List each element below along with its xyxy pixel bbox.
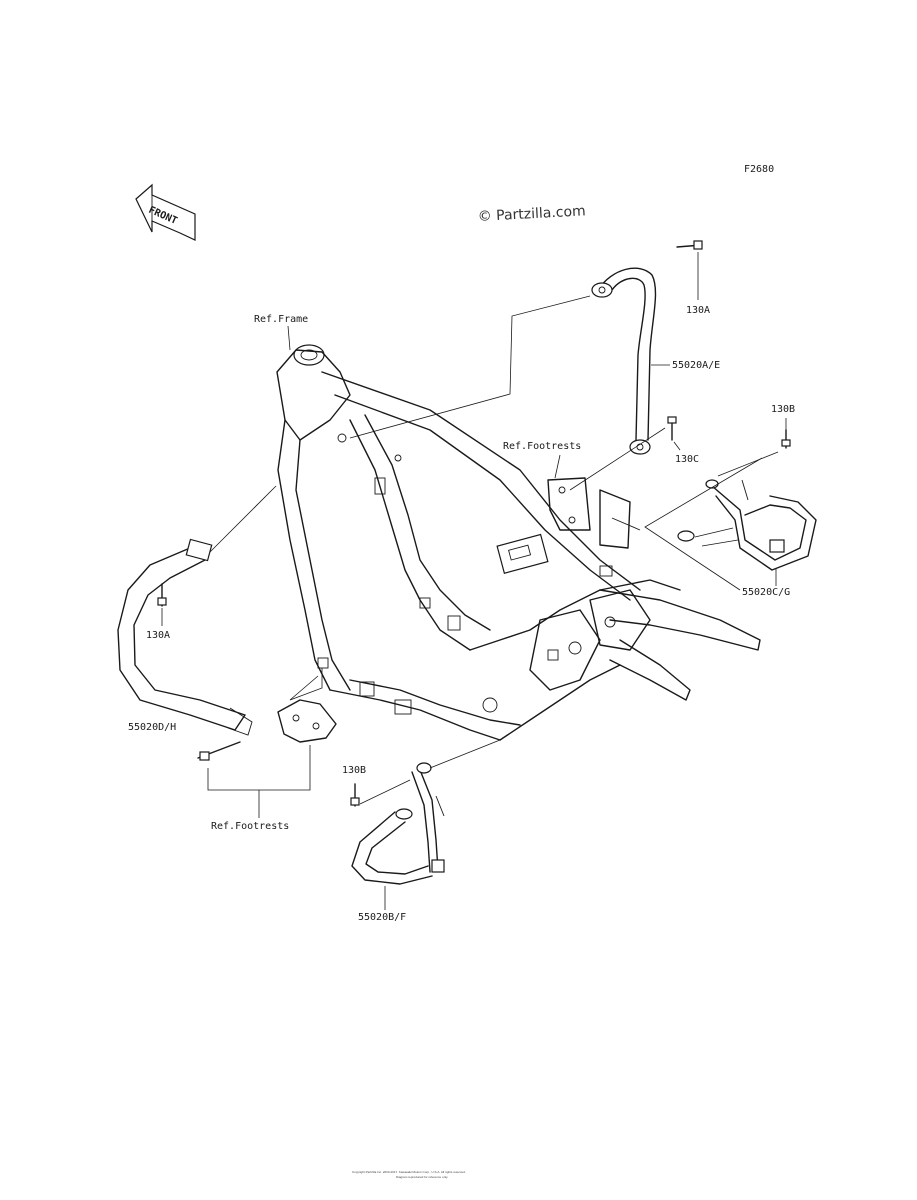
motorcycle-frame	[276, 344, 761, 741]
bolt-130B-lower-icon	[350, 783, 360, 807]
bolt-130C-label: 130C	[675, 454, 699, 465]
front-arrow-icon: FRONT	[135, 183, 196, 241]
bolt-130A-left-label: 130A	[146, 630, 170, 641]
bolt-130B-right-icon	[781, 429, 791, 449]
bolt-130A-top-icon	[676, 240, 703, 250]
ref-footrests-upper-label: Ref.Footrests	[503, 441, 581, 452]
left-guard-55020DH	[117, 538, 253, 736]
bolt-130A-top-label: 130A	[686, 305, 710, 316]
part-55020CG-label: 55020C/G	[742, 587, 790, 598]
bolt-130C-icon	[667, 416, 677, 441]
diagram-code: F2680	[744, 164, 774, 175]
part-55020AE-label: 55020A/E	[672, 360, 720, 371]
ref-footrests-lower-label: Ref.Footrests	[211, 821, 289, 832]
footrest-bracket-right	[547, 477, 641, 549]
footrest-bracket-left	[197, 699, 337, 761]
watermark: © Partzilla.com	[477, 203, 586, 225]
ref-frame-label: Ref.Frame	[254, 314, 308, 325]
right-guard-55020CG	[677, 479, 817, 571]
upper-guard-55020AE	[591, 267, 657, 455]
lower-guard-55020BF	[351, 762, 445, 885]
bolt-130B-lower-label: 130B	[342, 765, 366, 776]
bolt-130B-right-label: 130B	[771, 404, 795, 415]
part-55020BF-label: 55020B/F	[358, 912, 406, 923]
footer-line1: Copyright Partzilla Inc. 2003-2017. Kawa…	[352, 1170, 466, 1174]
part-55020DH-label: 55020D/H	[128, 722, 176, 733]
footer-line2: Diagram reproduced for reference only.	[396, 1175, 448, 1179]
bolt-130A-left-icon	[157, 583, 167, 607]
